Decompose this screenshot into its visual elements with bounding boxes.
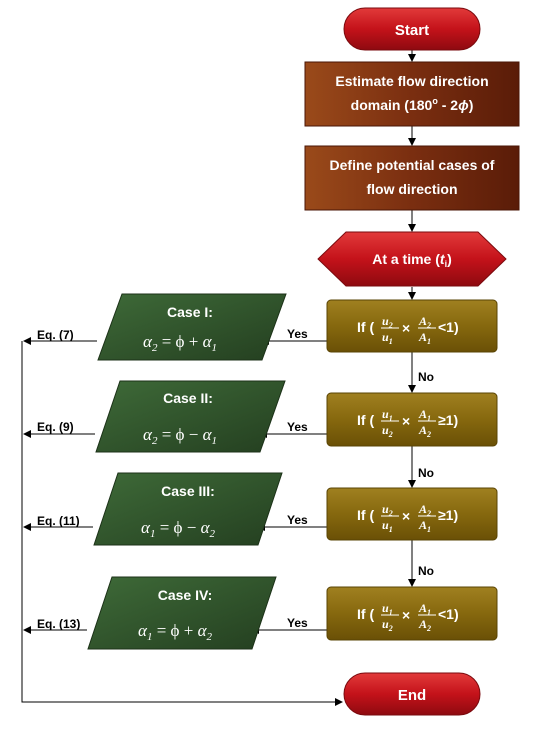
eq-label-1: Eq. (7): [37, 328, 74, 342]
svg-text:×: ×: [402, 320, 410, 336]
decision-4: If ( u1 u2 × A1 A2 <1): [326, 586, 498, 641]
svg-text:<1): <1): [438, 606, 459, 622]
case-2: Case II: α2 = ϕ − α1: [95, 380, 286, 453]
svg-text:u1: u1: [382, 330, 393, 346]
yes-label-2: Yes: [287, 420, 308, 434]
decision-2: If ( u1 u2 × A1 A2 ≥1): [326, 392, 498, 447]
svg-text:A1: A1: [418, 518, 431, 534]
decision-2-if: If (: [357, 412, 374, 428]
svg-text:u1: u1: [382, 518, 393, 534]
case-2-equation: α2 = ϕ − α1: [143, 425, 217, 447]
svg-text:u2: u2: [382, 617, 393, 633]
start-label: Start: [395, 22, 429, 39]
estimate-line2: domain (180o - 2ϕ): [351, 96, 474, 113]
decision-3: If ( u2 u1 × A2 A1 ≥1): [326, 487, 498, 541]
case-1-equation: α2 = ϕ + α1: [143, 332, 217, 354]
svg-text:u2: u2: [382, 423, 393, 439]
decision-1-if: If (: [357, 319, 374, 335]
case-3-equation: α1 = ϕ − α2: [141, 518, 216, 540]
connectors: [21, 50, 416, 706]
case-1: Case I: α2 = ϕ + α1: [97, 293, 287, 361]
decision-1: If ( u2 u1 × A2 A1 <1): [326, 299, 498, 353]
yes-label-3: Yes: [287, 513, 308, 527]
case-3: Case III: α1 = ϕ − α2: [93, 472, 283, 546]
yes-label-4: Yes: [287, 616, 308, 630]
svg-text:u2: u2: [382, 314, 393, 330]
svg-text:A2: A2: [418, 423, 431, 439]
end-node: End: [343, 672, 481, 716]
case-4-title: Case IV:: [158, 587, 212, 603]
define-line1: Define potential cases of: [330, 157, 495, 173]
estimate-line1: Estimate flow direction: [335, 73, 488, 89]
yes-label-1: Yes: [287, 327, 308, 341]
process-estimate-domain: Estimate flow direction domain (180o - 2…: [304, 61, 520, 127]
case-1-title: Case I:: [167, 304, 213, 320]
no-label-3: No: [418, 564, 434, 578]
start-node: Start: [343, 7, 481, 51]
svg-text:u1: u1: [382, 601, 393, 617]
svg-text:A2: A2: [418, 617, 431, 633]
no-label-1: No: [418, 370, 434, 384]
svg-text:A1: A1: [418, 407, 431, 423]
no-label-2: No: [418, 466, 434, 480]
svg-text:≥1): ≥1): [438, 507, 458, 523]
svg-text:×: ×: [402, 413, 410, 429]
svg-text:≥1): ≥1): [438, 412, 458, 428]
decision-3-if: If (: [357, 507, 374, 523]
eq-label-4: Eq. (13): [37, 617, 80, 631]
svg-text:A1: A1: [418, 601, 431, 617]
decision-4-if: If (: [357, 606, 374, 622]
at-a-time-label: At a time (ti): [372, 251, 452, 269]
svg-text:u2: u2: [382, 502, 393, 518]
svg-text:×: ×: [402, 508, 410, 524]
svg-text:×: ×: [402, 607, 410, 623]
case-3-title: Case III:: [161, 483, 215, 499]
at-a-time-node: At a time (ti): [317, 231, 507, 287]
case-4: Case IV: α1 = ϕ + α2: [87, 576, 277, 650]
svg-text:<1): <1): [438, 319, 459, 335]
svg-text:u1: u1: [382, 407, 393, 423]
case-4-equation: α1 = ϕ + α2: [138, 621, 213, 643]
process-define-cases: Define potential cases of flow direction: [304, 145, 520, 211]
svg-text:A2: A2: [418, 314, 431, 330]
end-label: End: [398, 687, 426, 704]
edge-labels: Yes Yes Yes Yes No No No Eq. (7) Eq. (9)…: [37, 327, 434, 631]
case-2-title: Case II:: [163, 390, 213, 406]
svg-text:A1: A1: [418, 330, 431, 346]
return-line-to-end: [21, 341, 343, 706]
svg-text:A2: A2: [418, 502, 431, 518]
define-line2: flow direction: [367, 181, 458, 197]
eq-label-3: Eq. (11): [37, 514, 80, 528]
eq-label-2: Eq. (9): [37, 420, 74, 434]
